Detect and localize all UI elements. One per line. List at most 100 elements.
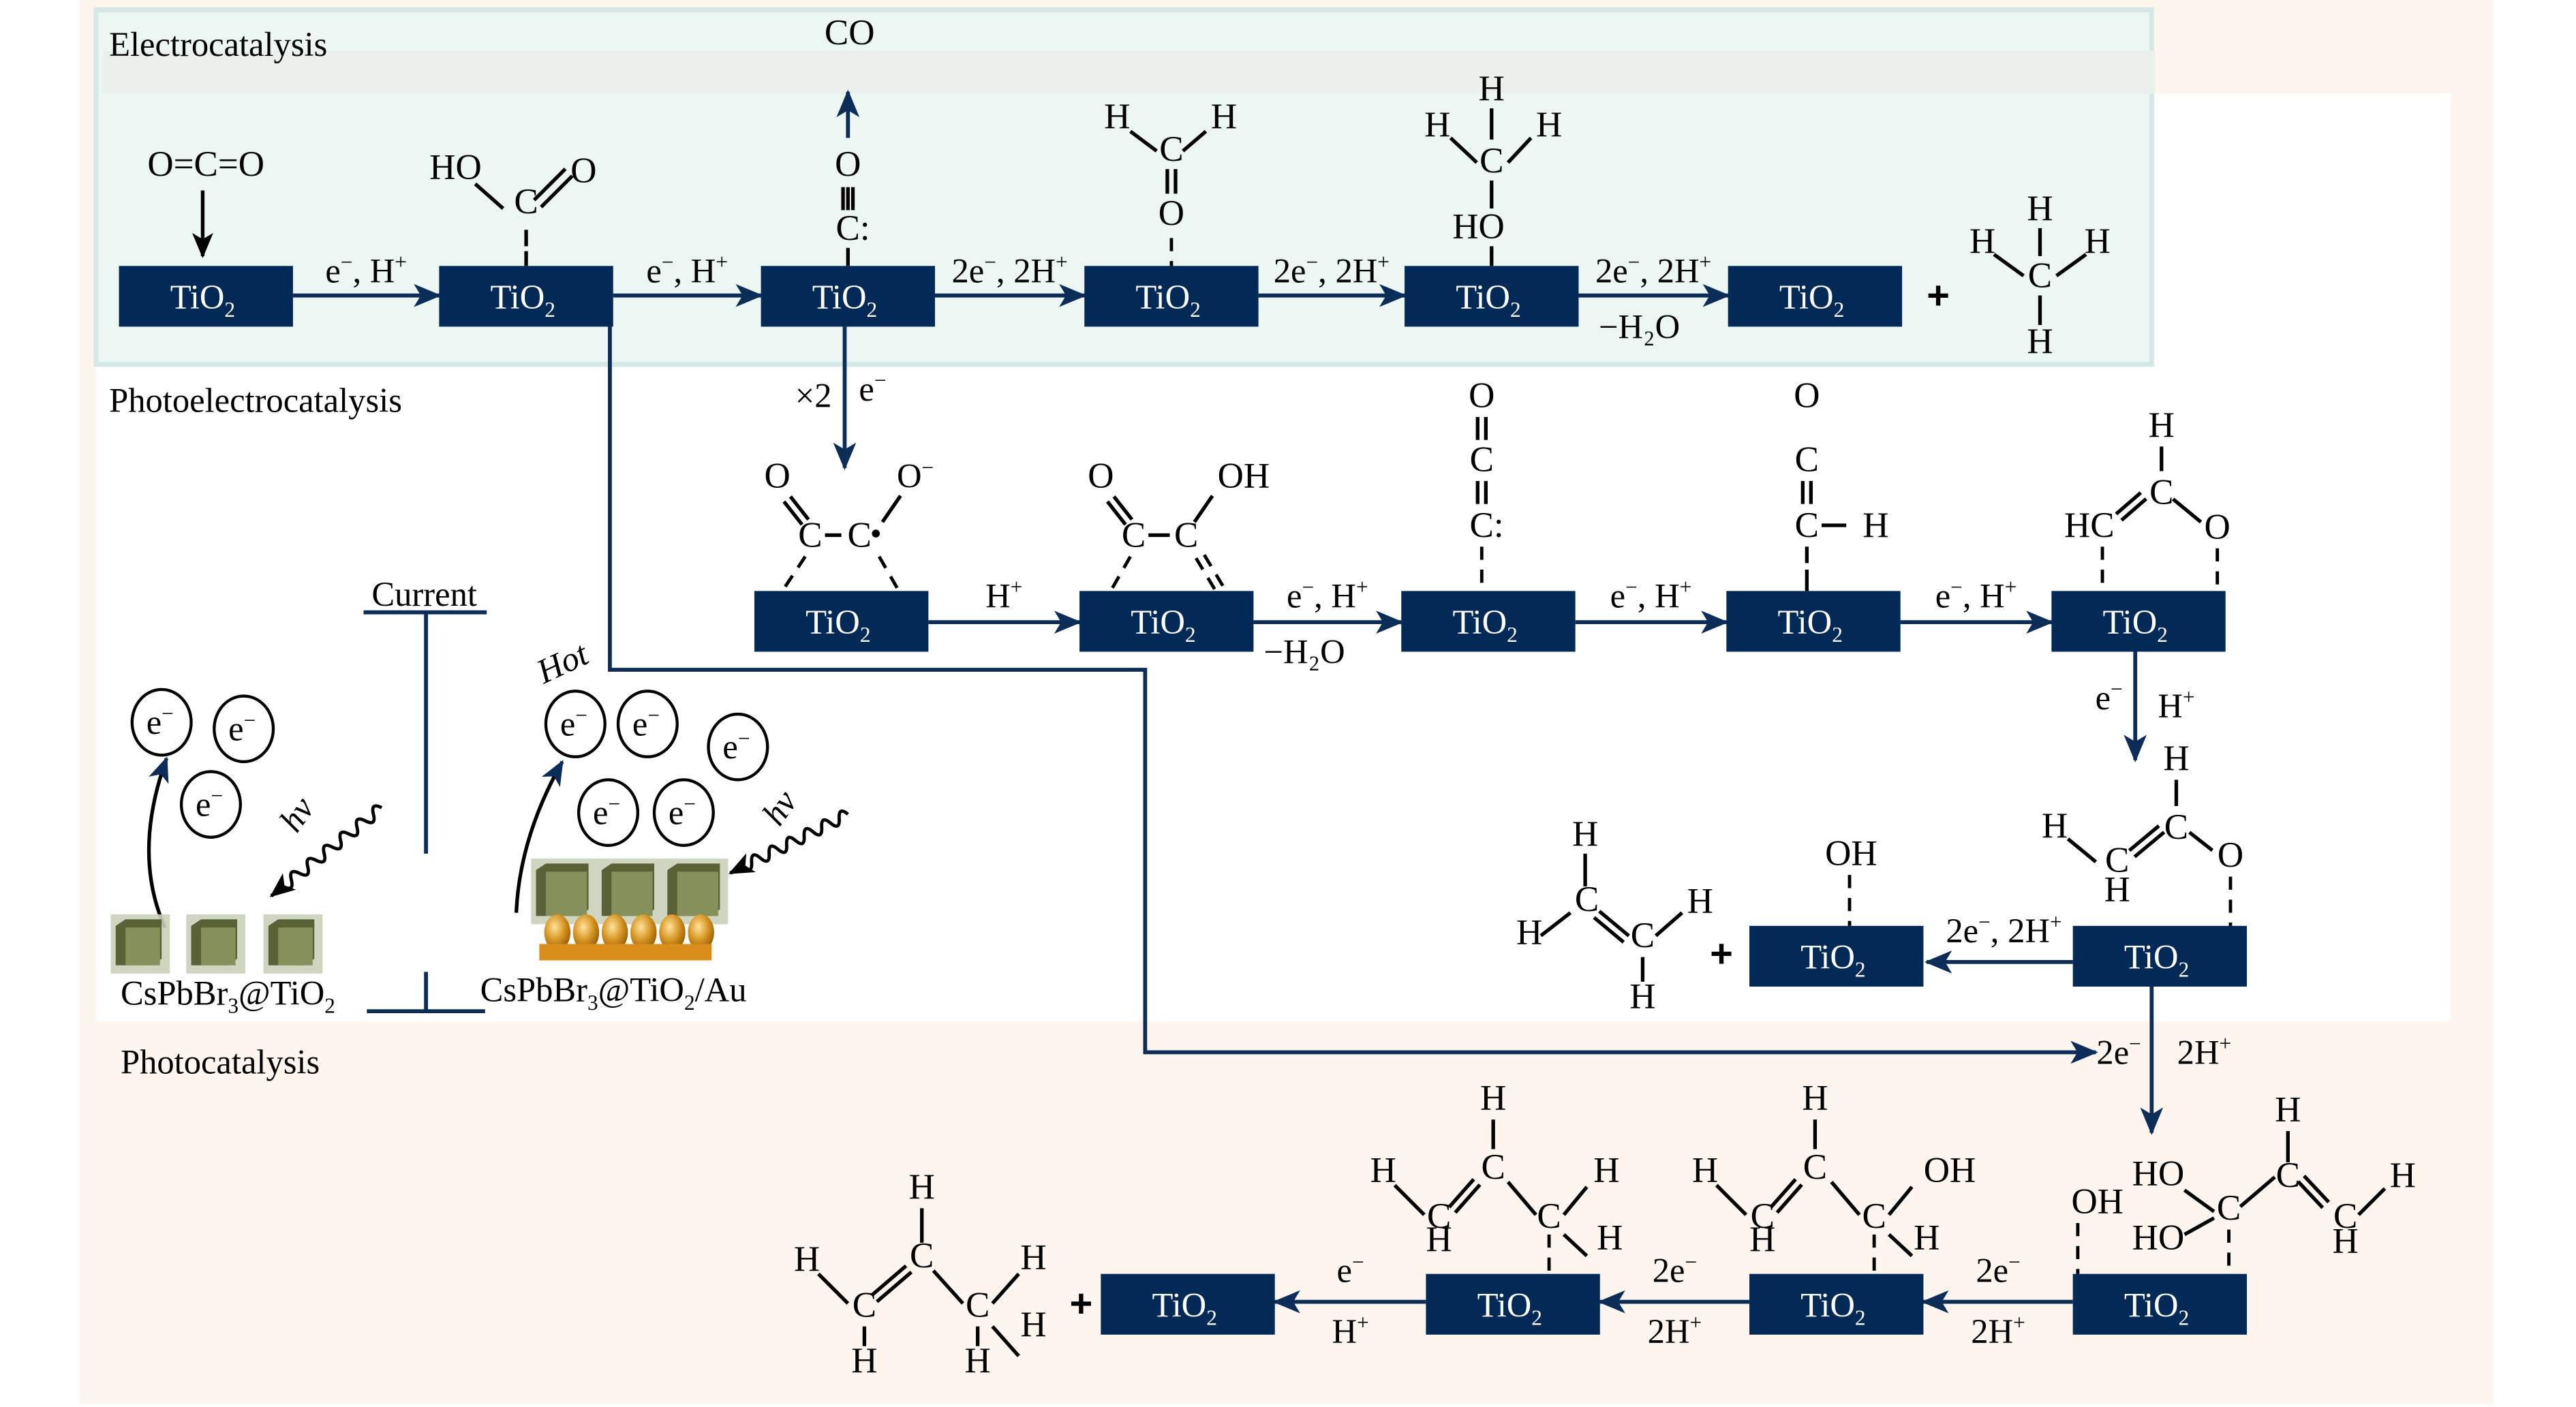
catalyst-box-tio2-12: TiO2	[1749, 925, 1924, 987]
light-wave-left-head	[269, 873, 296, 898]
atom-H: H	[2104, 870, 2130, 910]
atom-O: O	[1088, 457, 1114, 496]
electron: e−	[544, 690, 607, 758]
atom-C: C	[1862, 1196, 1886, 1236]
double-bond	[2303, 1174, 2331, 1204]
cube-face	[278, 927, 313, 965]
electron: e−	[652, 778, 715, 847]
atom-C: C	[2217, 1188, 2241, 1228]
atom-HO: HO	[2132, 1218, 2185, 1258]
bond	[991, 1272, 1020, 1305]
condition-row4-top: 2e−	[1653, 1250, 1697, 1289]
atom-H: H	[2042, 806, 2068, 846]
atom-C: C	[1470, 439, 1494, 479]
condition-row4-bottom: H+	[1332, 1311, 1368, 1350]
gold-nanoparticle	[601, 914, 628, 951]
catalyst-box-tio2-5: TiO2	[1405, 266, 1579, 327]
atom-C: C	[1631, 916, 1655, 955]
tio2-label: TiO2	[491, 278, 555, 322]
tio2-box	[439, 266, 613, 327]
perovskite-cube-left-2	[186, 914, 246, 974]
tio2-label: TiO2	[1800, 1286, 1865, 1329]
catalyst-box-tio2-3: TiO2	[761, 266, 935, 327]
bond	[1562, 1233, 1589, 1258]
tio2-label: TiO2	[1800, 938, 1865, 982]
atom-O: O	[2205, 507, 2230, 546]
atom-C: C	[2333, 1196, 2357, 1236]
atom-H: H	[1692, 1151, 1718, 1190]
double-bond	[2115, 491, 2143, 516]
condition-row1-5: 2e−, 2H+	[1595, 250, 1711, 290]
bond	[1562, 1186, 1589, 1216]
bond	[1830, 1181, 1861, 1216]
tio2-box	[1728, 266, 1903, 327]
perovskite-cube-right-2	[596, 859, 663, 925]
bond	[1182, 129, 1208, 153]
tio2-box	[2051, 591, 2226, 652]
atom-H: H	[1426, 1220, 1452, 1259]
atom-C: C:	[1469, 506, 1503, 545]
double-bond	[1775, 1183, 1803, 1214]
atom-HO: HO	[1452, 206, 1505, 246]
tio2-box	[1401, 591, 1576, 652]
condition-row1-3: 2e−, 2H+	[952, 250, 1068, 290]
electron-circle	[707, 712, 769, 782]
atom-C: C	[1159, 129, 1183, 169]
double-bond	[1454, 1183, 1482, 1214]
bond	[880, 495, 902, 523]
atom-O: O	[835, 144, 861, 184]
current-label: Current	[371, 575, 477, 613]
electron-symbol: e−	[632, 703, 660, 743]
atom-H: H	[1211, 97, 1237, 136]
atom-H: H	[2275, 1090, 2301, 1130]
merge-electron-label: 2e−	[2096, 1032, 2141, 1071]
electron-symbol: e−	[560, 703, 587, 743]
atom-C: C	[1174, 515, 1198, 555]
tio2-box	[2072, 925, 2248, 987]
bond	[2066, 837, 2098, 863]
double-bond	[1598, 910, 1630, 938]
atom-H: H	[2163, 739, 2189, 778]
double-bond	[2133, 831, 2166, 859]
bond	[1129, 129, 1158, 153]
atom-H: H	[1802, 1079, 1828, 1118]
double-bond	[540, 174, 574, 208]
atom-H: H	[2149, 405, 2175, 445]
atom-H: H	[1516, 912, 1542, 952]
bond	[1506, 1181, 1537, 1216]
condition-down-h: H+	[2158, 685, 2194, 725]
double-bond	[2128, 824, 2160, 852]
atom-H: H	[2390, 1156, 2416, 1195]
atom-H: H	[2027, 189, 2053, 228]
catalyst-box-tio2-15: TiO2	[1749, 1273, 1924, 1335]
electron-circle	[130, 687, 193, 757]
bond	[1506, 136, 1533, 164]
surface-interaction	[1195, 557, 1218, 592]
atom-O: O	[570, 151, 596, 190]
gold-nanoparticle	[630, 914, 657, 951]
tio2-box	[1749, 925, 1924, 987]
bond	[1449, 136, 1478, 164]
tio2-label: TiO2	[1777, 603, 1842, 647]
double-bond	[532, 167, 567, 202]
atom-C: C	[2276, 1156, 2300, 1195]
atom-H: H	[1536, 105, 1562, 144]
atom-OH: OH	[2072, 1182, 2124, 1222]
flow-arrows	[292, 89, 2164, 1314]
electron-symbol: e−	[593, 792, 620, 831]
catalyst-box-tio2-16: TiO2	[1426, 1273, 1600, 1335]
bond	[817, 1272, 850, 1305]
plus-sign: +	[1710, 932, 1733, 976]
bond	[2183, 1216, 2215, 1237]
atom-H: H	[1572, 814, 1598, 854]
tio2-box	[754, 591, 929, 652]
catalyst-box-tio2-2: TiO2	[439, 266, 613, 327]
surface-interaction	[1203, 554, 1226, 589]
tio2-label: TiO2	[2124, 938, 2189, 982]
electron-circle	[213, 694, 275, 764]
condition-row3: 2e−, 2H+	[1946, 910, 2061, 950]
atom-HC: HC	[2064, 506, 2115, 545]
atom-H: H	[2085, 221, 2111, 261]
